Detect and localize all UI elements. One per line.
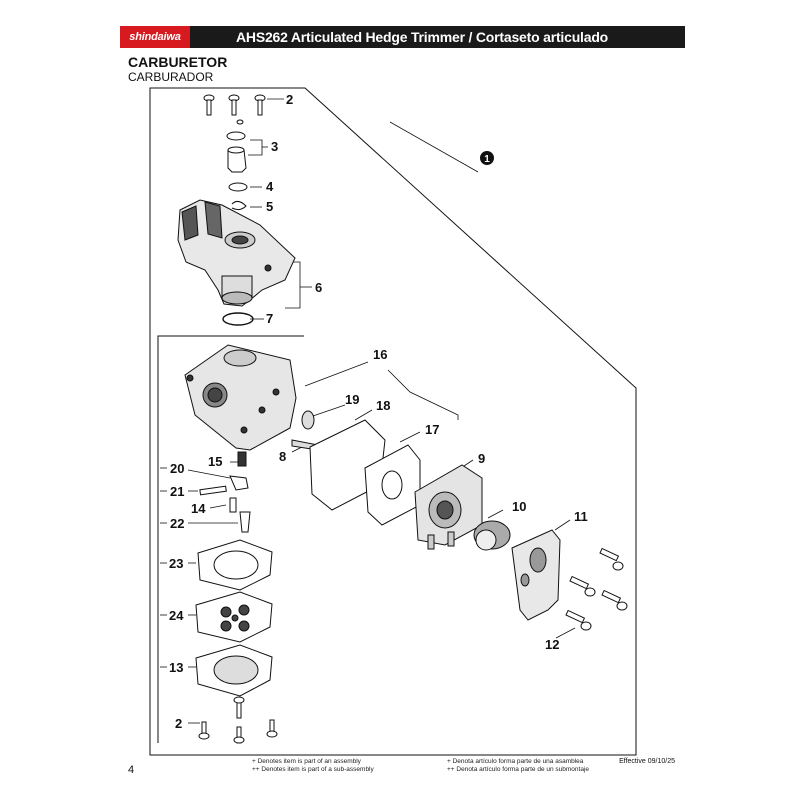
section-subtitle: CARBURADOR <box>128 70 214 84</box>
brand-logo: shindaiwa <box>120 26 190 48</box>
callout-8: 8 <box>279 449 286 464</box>
small-parts <box>199 451 251 533</box>
pump-cover <box>414 464 483 550</box>
callout-16: 16 <box>373 347 387 362</box>
callout-1: 1 <box>484 154 490 165</box>
callout-2-bottom: 2 <box>175 716 182 731</box>
callout-9: 9 <box>478 451 485 466</box>
oring-part <box>222 312 254 326</box>
callout-23: 23 <box>169 556 183 571</box>
cover-13 <box>195 644 273 697</box>
washer-part <box>228 182 248 192</box>
assembly-outline <box>149 87 637 756</box>
callout-18: 18 <box>376 398 390 413</box>
filter-screen <box>301 410 315 430</box>
cap-part <box>226 119 247 173</box>
primer-bulb <box>473 520 511 551</box>
callout-21: 21 <box>170 484 184 499</box>
screw-group-right <box>565 547 628 631</box>
callout-10: 10 <box>512 499 526 514</box>
screw-group-bottom <box>198 696 278 744</box>
pump-housing <box>177 199 296 307</box>
callout-20: 20 <box>170 461 184 476</box>
subassembly-outline <box>157 335 304 743</box>
callout-13: 13 <box>169 660 183 675</box>
callout-15: 15 <box>208 454 222 469</box>
callout-17: 17 <box>425 422 439 437</box>
callout-5: 5 <box>266 199 273 214</box>
gasket-23 <box>197 539 273 591</box>
footnote-spanish: + Denota artículo forma parte de una asa… <box>447 758 590 773</box>
callout-2-top: 2 <box>286 92 293 107</box>
callout-12: 12 <box>545 637 559 652</box>
screw-group-top <box>203 94 266 116</box>
callout-4: 4 <box>266 179 274 194</box>
callout-22: 22 <box>170 516 184 531</box>
section-title: CARBURETOR <box>128 54 228 70</box>
callout-24: 24 <box>169 608 184 623</box>
callout-6: 6 <box>315 280 322 295</box>
primer-cover <box>511 529 561 621</box>
callout-11: 11 <box>574 509 588 524</box>
effective-date: Effective 09/10/25 <box>619 758 675 765</box>
carburetor-body <box>184 344 297 451</box>
callout-3: 3 <box>271 139 278 154</box>
clip-part <box>231 200 247 211</box>
footnote-english: + Denotes item is part of an assembly ++… <box>252 758 374 773</box>
callout-1-circle <box>480 151 494 165</box>
callout-7: 7 <box>266 311 273 326</box>
page-title: AHS262 Articulated Hedge Trimmer / Corta… <box>236 29 609 45</box>
diaphragm-24 <box>195 591 273 643</box>
callout-14: 14 <box>191 501 206 516</box>
callout-19: 19 <box>345 392 359 407</box>
header-bar: shindaiwa AHS262 Articulated Hedge Trimm… <box>120 26 685 48</box>
page-number: 4 <box>128 764 135 776</box>
